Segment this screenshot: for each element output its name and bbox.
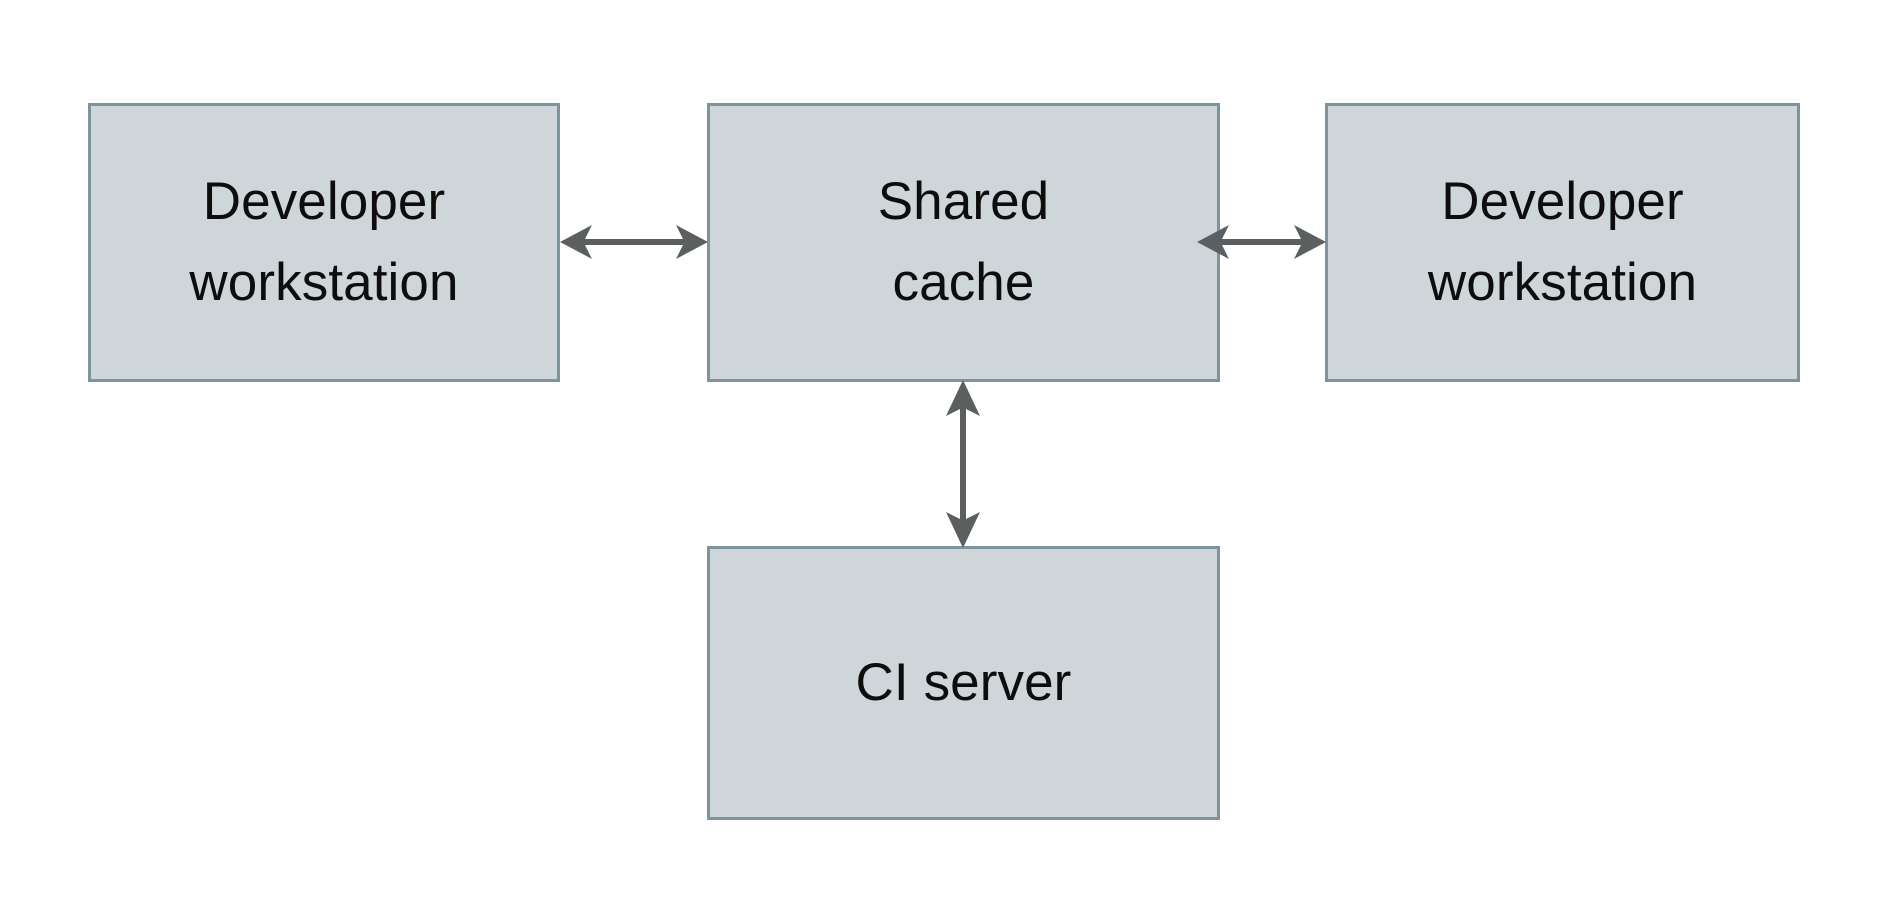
double-arrow-vertical-icon bbox=[946, 380, 980, 548]
node-label: Shared cache bbox=[877, 171, 1050, 312]
double-arrow-horizontal-icon bbox=[1197, 225, 1326, 259]
node-developer-workstation-left[interactable]: Developer workstation bbox=[88, 103, 560, 382]
double-arrow-horizontal-icon bbox=[560, 225, 708, 259]
node-label: Developer workstation bbox=[189, 171, 459, 312]
node-developer-workstation-right[interactable]: Developer workstation bbox=[1325, 103, 1800, 382]
node-shared-cache[interactable]: Shared cache bbox=[707, 103, 1220, 382]
connector-shared-cache-to-developer-right bbox=[1195, 212, 1328, 272]
node-label: Developer workstation bbox=[1427, 171, 1698, 312]
node-ci-server[interactable]: CI server bbox=[707, 546, 1220, 820]
node-label: CI server bbox=[855, 652, 1072, 712]
connector-shared-cache-to-ci-server bbox=[933, 378, 993, 550]
connector-developer-left-to-shared-cache bbox=[558, 212, 710, 272]
